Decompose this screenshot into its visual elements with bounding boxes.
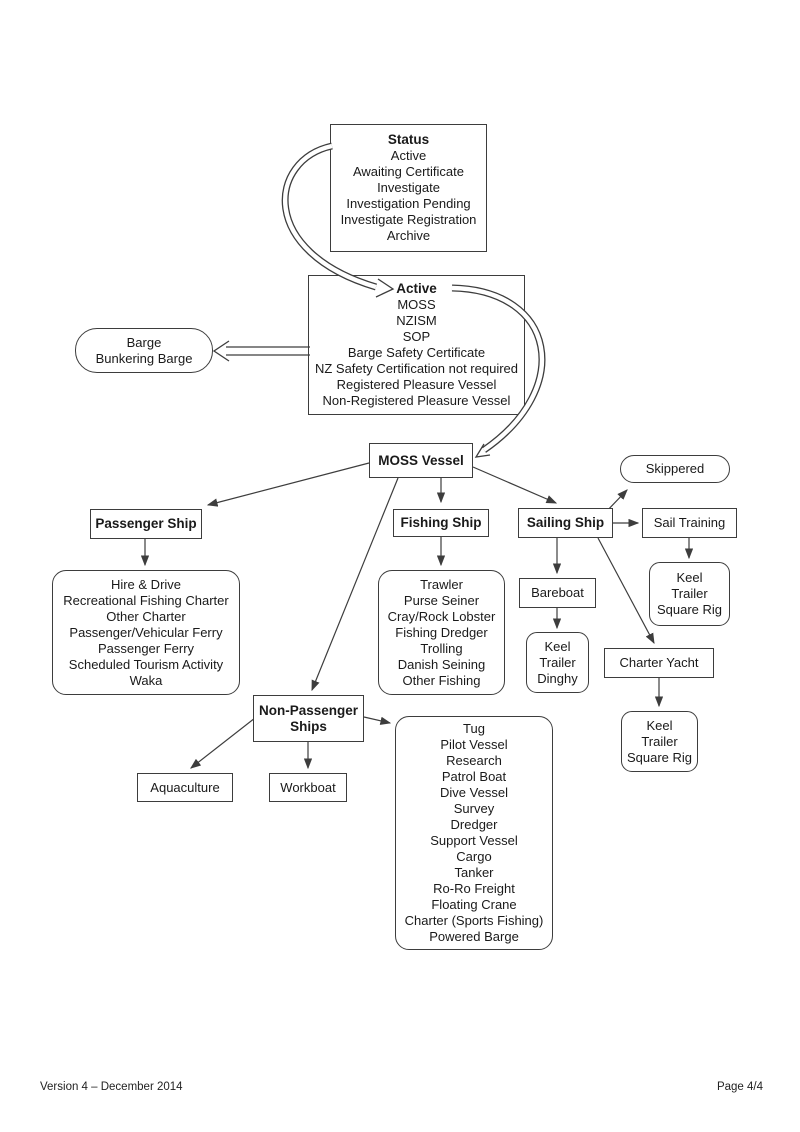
keel-line: Keel xyxy=(676,570,703,585)
active-item: SOP xyxy=(402,329,431,344)
status-item: Investigate Registration xyxy=(340,212,477,227)
moss-vessel-label: MOSS Vessel xyxy=(378,452,464,468)
charter-yacht-label: Charter Yacht xyxy=(619,655,699,670)
aquaculture-label: Aquaculture xyxy=(150,779,220,795)
sail-training-label: Sail Training xyxy=(653,515,726,530)
barge-node: Barge Bunkering Barge xyxy=(75,328,213,373)
np-type: Dredger xyxy=(450,817,498,832)
passenger-type: Hire & Drive xyxy=(110,576,182,592)
aquaculture-box: Aquaculture xyxy=(137,773,233,802)
status-item: Investigation Pending xyxy=(346,196,471,211)
bareboat-box: Bareboat xyxy=(519,578,596,608)
passenger-type: Other Charter xyxy=(106,608,186,624)
active-item: MOSS xyxy=(397,297,436,312)
np-type: Research xyxy=(446,753,502,768)
skippered-label: Skippered xyxy=(645,461,705,476)
fishing-type: Trawler xyxy=(420,576,463,592)
active-item: Registered Pleasure Vessel xyxy=(336,377,497,392)
status-item: Active xyxy=(390,148,427,163)
trailer-line: Trailer xyxy=(641,733,678,749)
square-rig-line: Square Rig xyxy=(656,602,723,617)
workboat-label: Workboat xyxy=(280,779,336,795)
sail-training-box: Sail Training xyxy=(642,508,737,538)
keel-trailer-square-rig-upper: Keel Trailer Square Rig xyxy=(649,562,730,626)
active-box: Active MOSS NZISM SOP Barge Safety Certi… xyxy=(308,275,525,415)
moss-vessel-box: MOSS Vessel xyxy=(369,443,473,478)
active-title: Active xyxy=(396,281,437,296)
fishing-type: Purse Seiner xyxy=(403,592,480,608)
passenger-ship-box: Passenger Ship xyxy=(90,509,202,539)
np-type: Tanker xyxy=(454,865,494,880)
fishing-ship-label: Fishing Ship xyxy=(400,515,482,530)
footer-version: Version 4 – December 2014 xyxy=(40,1081,183,1093)
arrow-np-to-types-list xyxy=(363,716,392,725)
passenger-ship-label: Passenger Ship xyxy=(95,516,197,531)
non-passenger-types-list: Tug Pilot Vessel Research Patrol Boat Di… xyxy=(395,716,553,950)
status-item: Awaiting Certificate xyxy=(352,164,465,179)
active-item: NZ Safety Certification not required xyxy=(314,361,519,376)
np-type: Patrol Boat xyxy=(441,769,507,784)
dinghy-line: Dinghy xyxy=(537,670,578,686)
non-passenger-line: Non-Passenger xyxy=(258,702,359,718)
trailer-line: Trailer xyxy=(539,654,576,670)
arrow-sailing-to-charter-yacht xyxy=(597,537,655,645)
hollow-arrow-active-to-barge xyxy=(212,340,310,362)
curved-arrow-moss-head xyxy=(474,443,491,458)
bareboat-label: Bareboat xyxy=(531,585,584,600)
arrow-np-to-aquaculture xyxy=(190,717,256,769)
keel-line: Keel xyxy=(544,638,571,654)
passenger-type: Passenger/Vehicular Ferry xyxy=(69,624,223,640)
barge-line: Bunkering Barge xyxy=(95,350,193,366)
keel-line: Keel xyxy=(646,717,673,733)
fishing-type: Fishing Dredger xyxy=(395,624,488,640)
non-passenger-ships-box: Non-Passenger Ships xyxy=(253,695,364,742)
np-type: Dive Vessel xyxy=(440,785,508,800)
active-item: Barge Safety Certificate xyxy=(347,345,486,360)
keel-trailer-square-rig-lower: Keel Trailer Square Rig xyxy=(621,711,698,772)
passenger-type: Waka xyxy=(129,672,163,688)
ships-line: Ships xyxy=(290,718,327,734)
np-type: Charter (Sports Fishing) xyxy=(404,913,544,928)
fishing-type: Danish Seining xyxy=(397,656,486,672)
np-type: Floating Crane xyxy=(431,897,517,912)
fishing-types-list: Trawler Purse Seiner Cray/Rock Lobster F… xyxy=(378,570,505,695)
trailer-line: Trailer xyxy=(671,586,708,601)
np-type: Cargo xyxy=(456,849,492,864)
np-type: Survey xyxy=(453,801,495,816)
fishing-type: Cray/Rock Lobster xyxy=(387,608,496,624)
square-rig-line: Square Rig xyxy=(626,749,693,765)
arrow-moss-to-passenger-ship xyxy=(206,462,370,507)
keel-trailer-dinghy-node: Keel Trailer Dinghy xyxy=(526,632,589,693)
fishing-ship-box: Fishing Ship xyxy=(393,509,489,537)
np-type: Support Vessel xyxy=(430,833,518,848)
np-type: Ro-Ro Freight xyxy=(433,881,515,896)
fishing-type: Other Fishing xyxy=(402,672,481,688)
fishing-type: Trolling xyxy=(420,640,463,656)
barge-line: Barge xyxy=(126,334,162,350)
np-type: Pilot Vessel xyxy=(440,737,508,752)
sailing-ship-label: Sailing Ship xyxy=(526,515,605,530)
passenger-type: Scheduled Tourism Activity xyxy=(68,656,224,672)
arrow-moss-to-sailing-ship xyxy=(472,466,558,504)
np-type: Tug xyxy=(463,721,485,736)
status-item: Archive xyxy=(386,228,431,243)
footer-page-number: Page 4/4 xyxy=(716,1081,763,1093)
status-title: Status xyxy=(387,132,430,147)
active-item: Non-Registered Pleasure Vessel xyxy=(322,393,511,408)
skippered-node: Skippered xyxy=(620,455,730,483)
charter-yacht-box: Charter Yacht xyxy=(604,648,714,678)
passenger-types-list: Hire & Drive Recreational Fishing Charte… xyxy=(52,570,240,695)
status-box: Status Active Awaiting Certificate Inves… xyxy=(330,124,487,252)
sailing-ship-box: Sailing Ship xyxy=(518,508,613,538)
status-item: Investigate xyxy=(377,180,440,195)
passenger-type: Recreational Fishing Charter xyxy=(63,592,229,608)
active-item: NZISM xyxy=(396,313,437,328)
workboat-box: Workboat xyxy=(269,773,347,802)
passenger-type: Passenger Ferry xyxy=(97,640,195,656)
np-type: Powered Barge xyxy=(429,929,519,944)
